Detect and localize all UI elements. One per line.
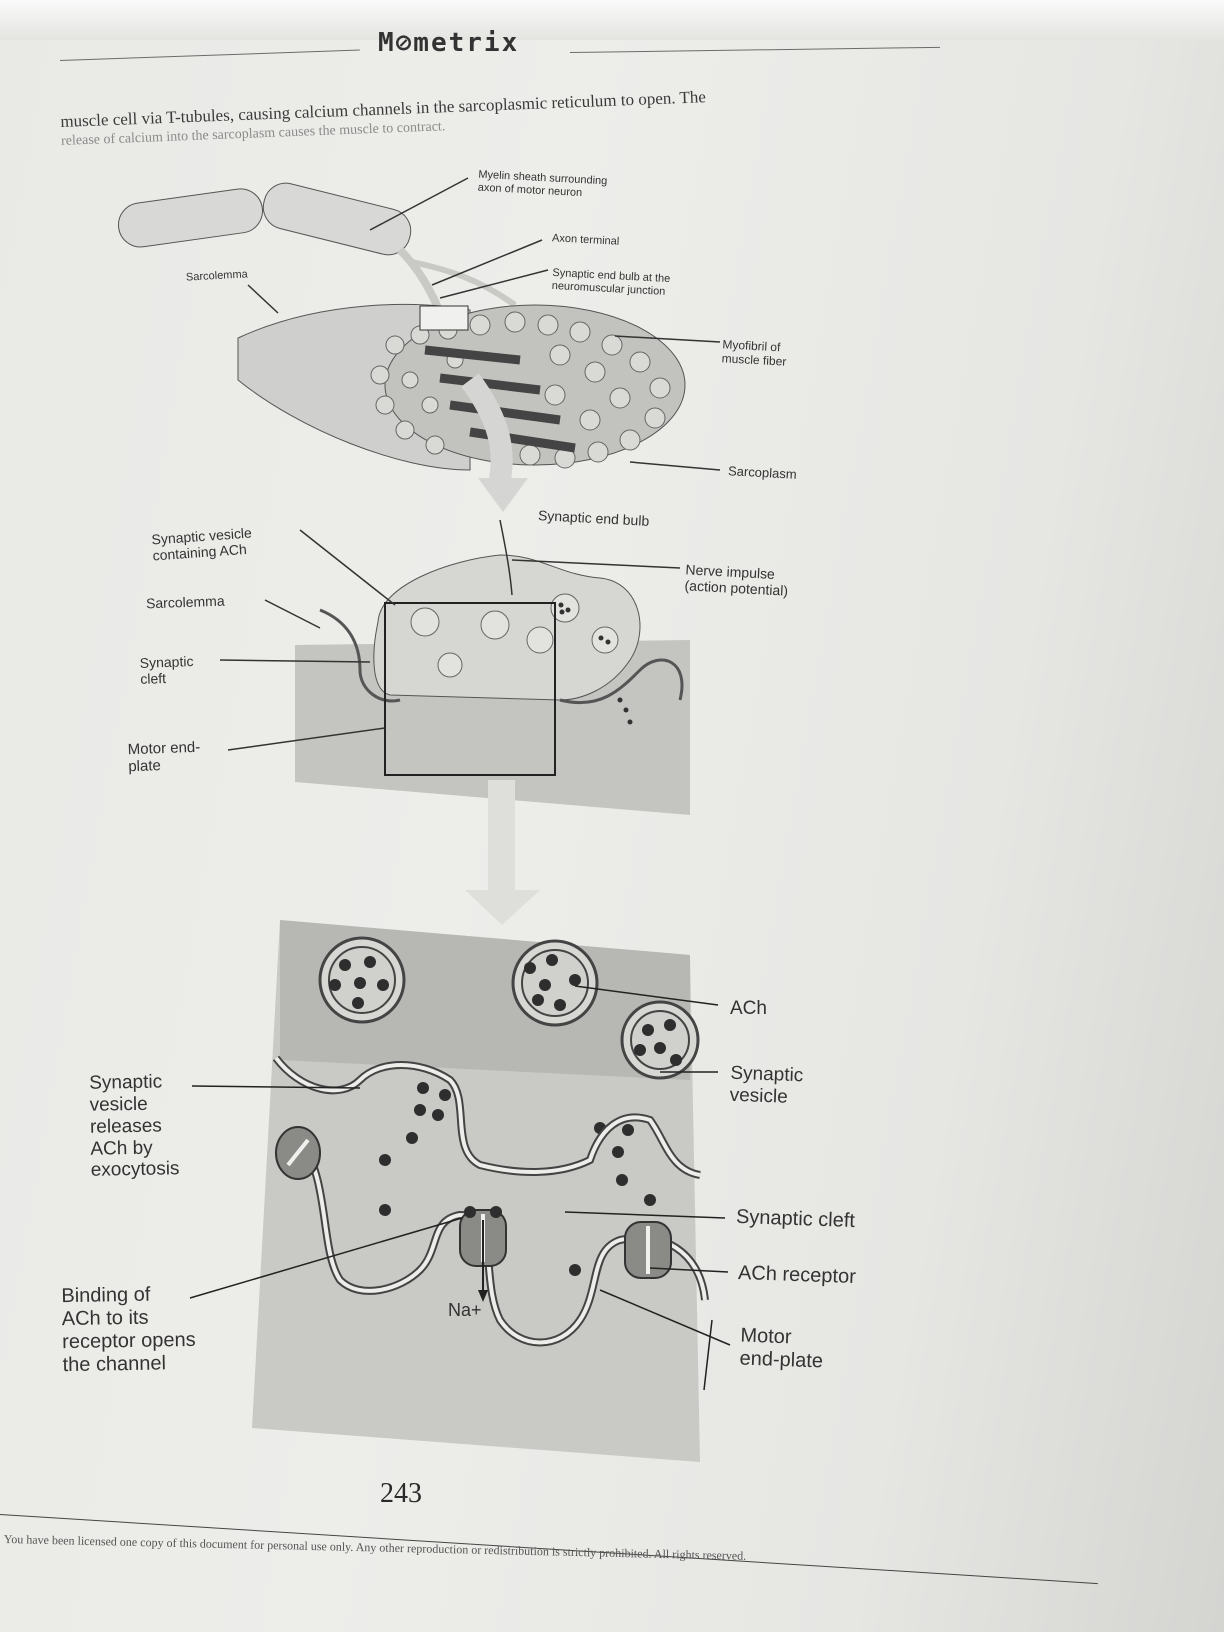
label-vesicle-releases-ach: Synaptic vesicle releases ACh by exocyto… [89, 1071, 180, 1182]
synapse-detail-illustration [189, 920, 731, 1462]
label-motor-end-plate: Motor end-plate [739, 1324, 824, 1373]
synaptic-end-bulb-illustration [219, 519, 690, 925]
label-myofibril: Myofibril of muscle fiber [721, 337, 787, 369]
label-na-ion: Na+ [448, 1300, 482, 1320]
muscle-fiber-illustration [117, 177, 721, 512]
brand-logo: M⊘metrix [378, 28, 520, 58]
label-sarcolemma-middle: Sarcolemma [145, 592, 225, 612]
label-ach-receptor: ACh receptor [737, 1261, 857, 1289]
label-synaptic-cleft-middle: Synaptic cleft [139, 653, 194, 688]
label-synaptic-cleft: Synaptic cleft [735, 1205, 856, 1233]
label-synaptic-vesicle: Synaptic vesicle [729, 1062, 804, 1108]
label-nerve-impulse: Nerve impulse (action potential) [684, 561, 789, 599]
page-number: 243 [380, 1478, 422, 1509]
label-ach: ACh [730, 998, 767, 1019]
page-top-edge [0, 0, 1224, 40]
label-binding-of-ach: Binding of ACh to its receptor opens the… [61, 1283, 196, 1377]
label-motor-end-plate-middle: Motor end- plate [127, 738, 201, 776]
